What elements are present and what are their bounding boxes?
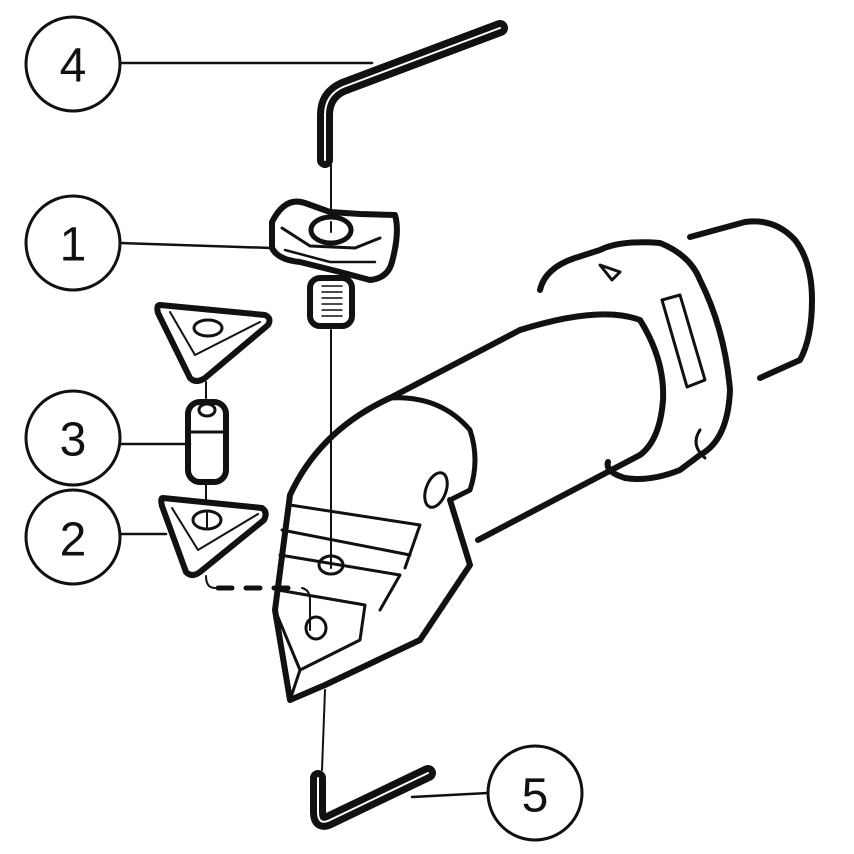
callout-2-label: 2 — [60, 514, 87, 567]
callout-3: 3 — [24, 389, 192, 487]
shim — [158, 495, 311, 631]
callout-1-label: 1 — [60, 219, 87, 272]
hex-key-upper — [317, 20, 508, 211]
insert — [154, 302, 273, 399]
hex-key-lower — [310, 765, 436, 830]
callout-4: 4 — [24, 15, 374, 113]
tool-holder-body — [272, 218, 815, 771]
callout-4-label: 4 — [60, 40, 87, 93]
callout-3-label: 3 — [60, 414, 87, 467]
callout-5-label: 5 — [522, 770, 549, 823]
clamp-with-screw — [269, 198, 400, 569]
callout-1: 1 — [24, 194, 274, 292]
callout-2: 2 — [24, 488, 168, 586]
callout-5: 5 — [410, 744, 584, 842]
shim-pin — [185, 399, 229, 501]
